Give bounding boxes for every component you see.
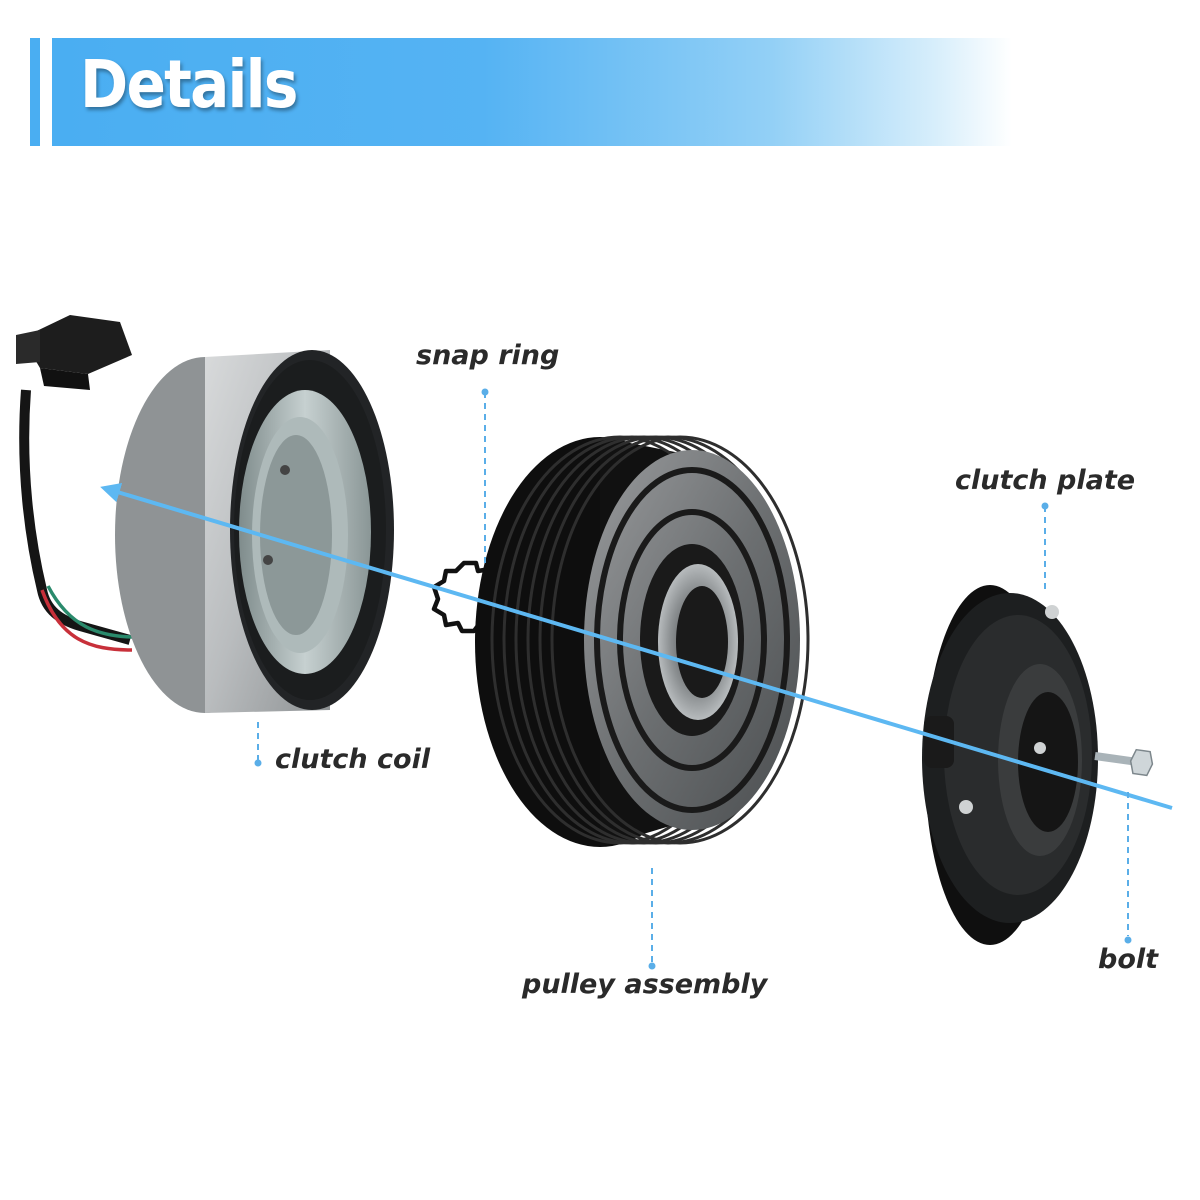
clutch-plate-hub — [924, 716, 954, 768]
bolt-illustration — [1094, 748, 1154, 777]
pulley-assembly-label: pulley assembly — [522, 969, 768, 1000]
clutch-coil-illustration — [16, 315, 394, 713]
pulley-assembly-illustration — [475, 435, 810, 847]
snap-ring-label: snap ring — [416, 340, 560, 371]
clutch-plate-illustration — [922, 585, 1098, 945]
banner-accent-bar — [30, 38, 40, 146]
bolt-label: bolt — [1098, 944, 1159, 975]
page-title: Details — [80, 46, 298, 123]
clutch-plate-label: clutch plate — [955, 465, 1136, 496]
clutch-coil-label: clutch coil — [275, 744, 431, 775]
leader-lines — [254, 388, 1132, 970]
title-banner — [52, 38, 1012, 146]
explode-axis-line — [100, 483, 1173, 810]
coil-connector — [16, 315, 133, 652]
